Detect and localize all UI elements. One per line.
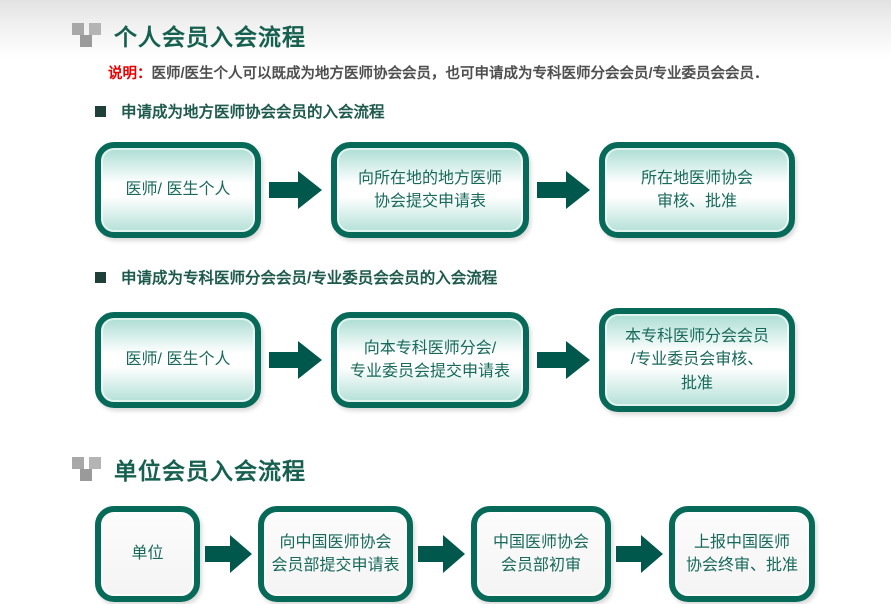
square-bullet-icon bbox=[95, 271, 106, 283]
flow-heading-label: 申请成为专科医师分会会员/专业委员会会员的入会流程 bbox=[121, 270, 498, 287]
square-icon bbox=[72, 456, 84, 469]
right-arrow-icon bbox=[537, 341, 590, 379]
note-label: 说明： bbox=[108, 66, 152, 82]
right-arrow-icon bbox=[418, 535, 465, 573]
flow-heading-specialty: 申请成为专科医师分会会员/专业委员会会员的入会流程 bbox=[95, 266, 891, 288]
section-unit-title-row: 单位会员入会流程 bbox=[72, 452, 891, 486]
page-title: 个人会员入会流程 bbox=[114, 24, 306, 50]
squares-icon bbox=[72, 22, 102, 48]
right-arrow-icon bbox=[269, 341, 322, 379]
square-bullet-icon bbox=[95, 105, 106, 117]
flow-step: 向本专科医师分会/ 专业委员会提交申请表 bbox=[331, 312, 529, 408]
right-arrow-icon bbox=[269, 171, 322, 209]
flow-step: 上报中国医师 协会终审、批准 bbox=[669, 506, 815, 602]
flow-step: 向所在地的地方医师 协会提交申请表 bbox=[331, 142, 529, 238]
flow-row-specialty: 医师/ 医生个人 向本专科医师分会/ 专业委员会提交申请表 本专科医师分会会员 … bbox=[95, 308, 891, 412]
square-icon bbox=[89, 456, 101, 469]
square-icon bbox=[80, 34, 92, 47]
flow-step: 中国医师协会 会员部初审 bbox=[471, 506, 611, 602]
right-arrow-icon bbox=[616, 535, 663, 573]
flow-step: 向中国医师协会 会员部提交申请表 bbox=[258, 506, 413, 602]
square-icon bbox=[80, 468, 92, 481]
flow-step: 医师/ 医生个人 bbox=[95, 142, 261, 238]
flow-heading-local: 申请成为地方医师协会会员的入会流程 bbox=[95, 100, 891, 122]
square-icon bbox=[72, 22, 84, 35]
page-title: 单位会员入会流程 bbox=[114, 458, 306, 484]
note-text: 医师/医生个人可以既成为地方医师协会会员，也可申请成为专科医师分会会员/专业委员… bbox=[151, 66, 769, 82]
flow-step: 医师/ 医生个人 bbox=[95, 312, 261, 408]
square-icon bbox=[89, 22, 101, 35]
flow-step: 本专科医师分会会员 /专业委员会审核、 批准 bbox=[599, 308, 795, 412]
flow-step: 所在地医师协会 审核、批准 bbox=[599, 142, 795, 238]
note: 说明：医师/医生个人可以既成为地方医师协会会员，也可申请成为专科医师分会会员/专… bbox=[108, 62, 891, 83]
flow-heading-label: 申请成为地方医师协会会员的入会流程 bbox=[121, 104, 385, 121]
section-individual-title-row: 个人会员入会流程 bbox=[72, 18, 891, 52]
flow-row-local: 医师/ 医生个人 向所在地的地方医师 协会提交申请表 所在地医师协会 审核、批准 bbox=[95, 142, 891, 238]
right-arrow-icon bbox=[205, 535, 252, 573]
right-arrow-icon bbox=[537, 171, 590, 209]
flow-row-unit: 单位 向中国医师协会 会员部提交申请表 中国医师协会 会员部初审 上报中国医师 … bbox=[95, 506, 891, 602]
flow-step: 单位 bbox=[95, 506, 200, 602]
squares-icon bbox=[72, 456, 102, 482]
